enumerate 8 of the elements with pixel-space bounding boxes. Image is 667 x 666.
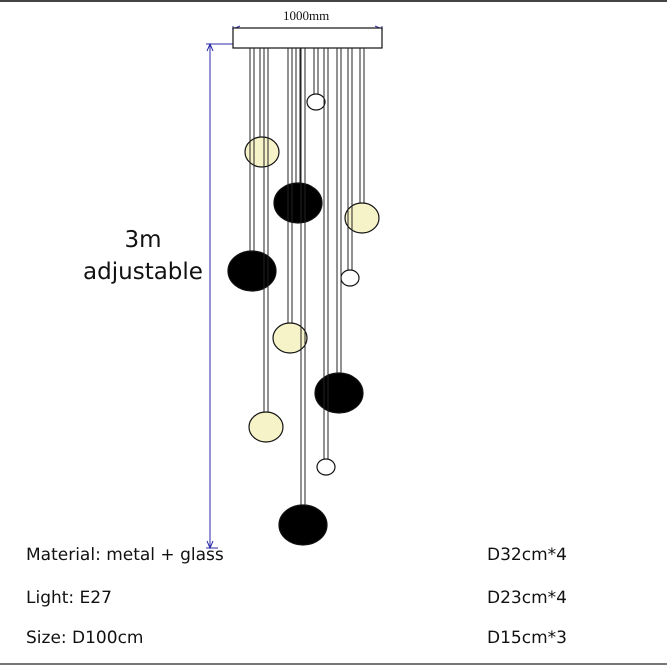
- spec-text: D32cm*4: [487, 545, 567, 565]
- spec-text: Size: D100cm: [26, 628, 144, 648]
- spec-text: Light: E27: [26, 588, 112, 608]
- dimension-label: 1000mm: [283, 8, 330, 24]
- dimension-label: 3m adjustable: [82, 226, 204, 287]
- spec-text: D23cm*4: [487, 588, 567, 608]
- spec-text: D15cm*3: [487, 628, 567, 648]
- spec-text: Material: metal + glass: [26, 545, 224, 565]
